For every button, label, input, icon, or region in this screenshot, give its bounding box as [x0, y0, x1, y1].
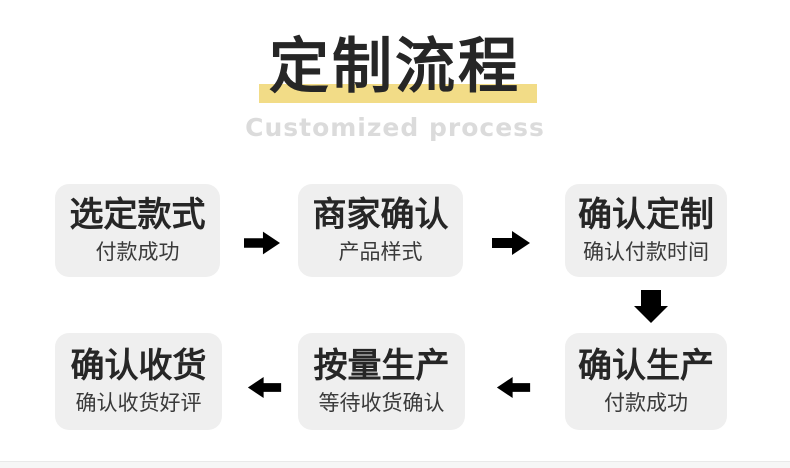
step-subtitle: 产品样式 — [338, 239, 423, 264]
step-box-produce-by-quantity: 按量生产 等待收货确认 — [298, 333, 465, 430]
step-title: 确认定制 — [578, 195, 714, 236]
step-title: 选定款式 — [69, 195, 206, 236]
section-divider — [0, 461, 790, 468]
step-box-confirm-production: 确认生产 付款成功 — [565, 333, 727, 430]
step-subtitle: 等待收货确认 — [318, 390, 445, 415]
arrow-right-icon — [492, 231, 530, 255]
step-box-confirm-receipt: 确认收货 确认收货好评 — [55, 333, 222, 430]
page-title-wrap: 定制流程 — [259, 32, 537, 103]
step-title: 按量生产 — [313, 346, 450, 387]
step-title: 确认生产 — [578, 346, 714, 387]
step-box-merchant-confirm: 商家确认 产品样式 — [298, 184, 463, 277]
step-subtitle: 付款成功 — [604, 390, 688, 415]
step-subtitle: 确认付款时间 — [583, 239, 709, 264]
arrow-down-icon — [634, 290, 668, 323]
page-subtitle: Customized process — [245, 113, 545, 142]
arrow-left-icon — [247, 377, 282, 398]
step-title: 确认收货 — [70, 346, 207, 387]
page-title: 定制流程 — [269, 32, 521, 102]
arrow-right-icon — [244, 231, 280, 255]
step-box-select-style: 选定款式 付款成功 — [55, 184, 220, 277]
step-subtitle: 付款成功 — [95, 239, 180, 264]
title-highlight-bar — [259, 84, 537, 103]
header: 定制流程 Customized process — [0, 0, 790, 143]
arrow-left-icon — [496, 377, 531, 398]
step-subtitle: 确认收货好评 — [75, 390, 202, 415]
step-box-confirm-customization: 确认定制 确认付款时间 — [565, 184, 727, 277]
step-title: 商家确认 — [312, 195, 449, 236]
